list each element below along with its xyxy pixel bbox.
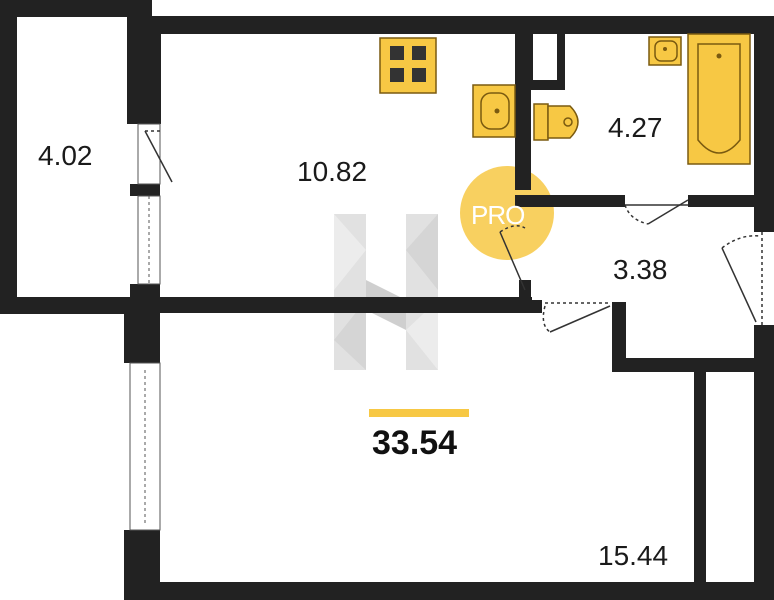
pro-badge-label: PRO: [471, 200, 525, 230]
wall-top: [130, 16, 774, 34]
watermark-logo: [334, 214, 438, 370]
wall-kitchen-left-mid: [130, 184, 160, 196]
room-area-hall: 3.38: [613, 254, 668, 285]
room-area-bedroom: 15.44: [598, 540, 669, 571]
wall-hall-bottom-left: [532, 300, 542, 313]
room-area-balcony: 4.02: [38, 140, 93, 171]
wall-kitchen-bedroom: [158, 297, 532, 313]
wall-hall-notch-vert: [612, 302, 626, 370]
kitchen-sink-icon: [472, 84, 516, 138]
wall-right-lower: [754, 325, 774, 600]
fixtures: [379, 33, 751, 165]
wall-shaft-left: [527, 30, 533, 90]
wall-shaft-bottom: [527, 80, 565, 90]
wall-kitchen-bath-lower: [519, 280, 531, 312]
window-kitchen: [137, 123, 161, 185]
wall-shaft-right: [557, 30, 565, 90]
wall-bedroom-left-upper: [124, 297, 160, 363]
bath-sink-icon: [648, 36, 682, 66]
wall-right-upper: [754, 16, 774, 232]
wall-bath-hall-left: [515, 195, 625, 207]
bathtub-icon: [687, 33, 751, 165]
door-kitchen-leaf: [499, 231, 526, 291]
stove-icon: [379, 37, 437, 94]
wall-hall-notch-horiz: [612, 358, 774, 372]
doors: [144, 130, 763, 333]
windows: [129, 123, 161, 531]
wall-bottom: [124, 582, 774, 600]
toilet-icon: [533, 103, 579, 141]
room-area-bathroom: 4.27: [608, 112, 663, 143]
door-balcony-leaf: [144, 130, 173, 183]
wall-balcony-left: [0, 0, 17, 314]
wall-bath-hall-right: [688, 195, 758, 207]
wall-balcony-bottom: [0, 297, 140, 314]
room-area-kitchen: 10.82: [297, 156, 368, 187]
wall-balcony-top: [0, 0, 152, 17]
total-area-underline: [369, 409, 469, 417]
total-area: 33.54: [372, 424, 458, 462]
wall-kitchen-left-upper: [127, 16, 161, 124]
door-entrance-leaf: [721, 247, 757, 323]
wall-closet-left: [694, 358, 706, 600]
